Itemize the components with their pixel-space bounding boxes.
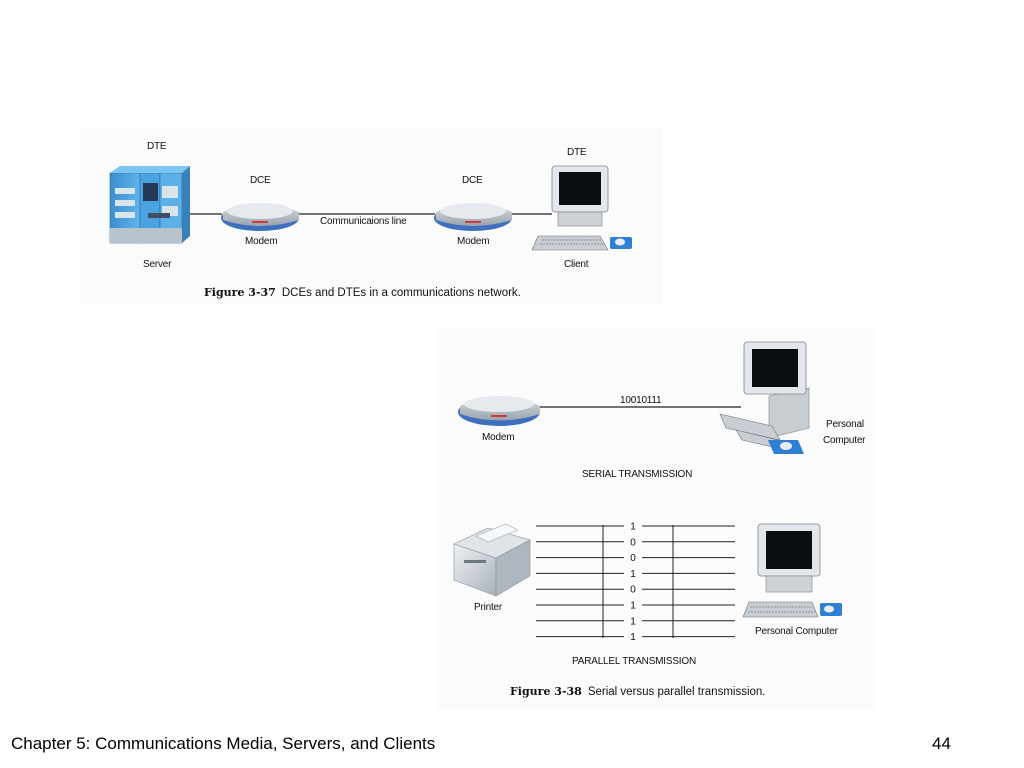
figure-3-37-drawing — [109, 165, 632, 251]
printer-label: Printer — [474, 602, 503, 613]
figure-3-38-number: Figure 3-38 — [510, 685, 582, 698]
parallel-bit-label: 1 — [630, 601, 636, 612]
serial-modem-icon — [458, 396, 540, 426]
serial-personal-computer-icon — [719, 341, 810, 454]
serial-bits-label: 10010111 — [620, 395, 662, 406]
communications-line-label: Communicaions line — [320, 216, 407, 227]
dce-right-label: DCE — [462, 175, 483, 186]
parallel-bit-label: 1 — [630, 522, 636, 533]
modem-left-icon — [221, 203, 299, 231]
figure-3-37: DTE DTE DCE DCE Communicaions line Modem… — [80, 128, 662, 303]
modem-right-label: Modem — [457, 236, 490, 247]
printer-icon — [453, 523, 531, 597]
parallel-bit-label: 0 — [630, 585, 636, 596]
parallel-bit-label: 1 — [630, 632, 636, 643]
parallel-bit-label: 0 — [630, 537, 636, 548]
figure-3-38-drawing: 1 0 0 1 0 1 1 1 — [453, 341, 842, 643]
serial-pc-label-line1: Personal — [826, 419, 864, 430]
parallel-bit-label: 1 — [630, 569, 636, 580]
parallel-pc-label: Personal Computer — [755, 626, 838, 637]
parallel-personal-computer-icon — [742, 523, 842, 618]
dte-left-label: DTE — [147, 141, 167, 152]
dte-right-label: DTE — [567, 147, 587, 158]
client-computer-icon — [531, 165, 632, 251]
dce-left-label: DCE — [250, 175, 271, 186]
page-number: 44 — [932, 734, 951, 753]
server-label: Server — [143, 259, 172, 270]
figure-3-37-caption: Figure 3-37 DCEs and DTEs in a communicat… — [204, 286, 521, 299]
figure-3-38-caption: Figure 3-38 Serial versus parallel transm… — [510, 685, 766, 698]
modem-left-label: Modem — [245, 236, 278, 247]
figure-3-37-caption-text: DCEs and DTEs in a communications networ… — [281, 287, 521, 299]
client-label: Client — [564, 259, 589, 270]
server-icon — [109, 166, 190, 244]
figure-3-38-caption-text: Serial versus parallel transmission. — [587, 686, 766, 698]
parallel-wires: 1 0 0 1 0 1 1 1 — [536, 522, 735, 643]
parallel-transmission-title: PARALLEL TRANSMISSION — [572, 656, 696, 667]
parallel-bit-label: 0 — [630, 553, 636, 564]
serial-modem-label: Modem — [482, 432, 515, 443]
serial-transmission-title: SERIAL TRANSMISSION — [582, 469, 693, 480]
parallel-bit-label: 1 — [630, 616, 636, 627]
figure-3-37-number: Figure 3-37 — [204, 286, 276, 299]
modem-right-icon — [434, 203, 512, 231]
footer-chapter-title: Chapter 5: Communications Media, Servers… — [11, 734, 436, 753]
serial-pc-label-line2: Computer — [823, 435, 866, 446]
